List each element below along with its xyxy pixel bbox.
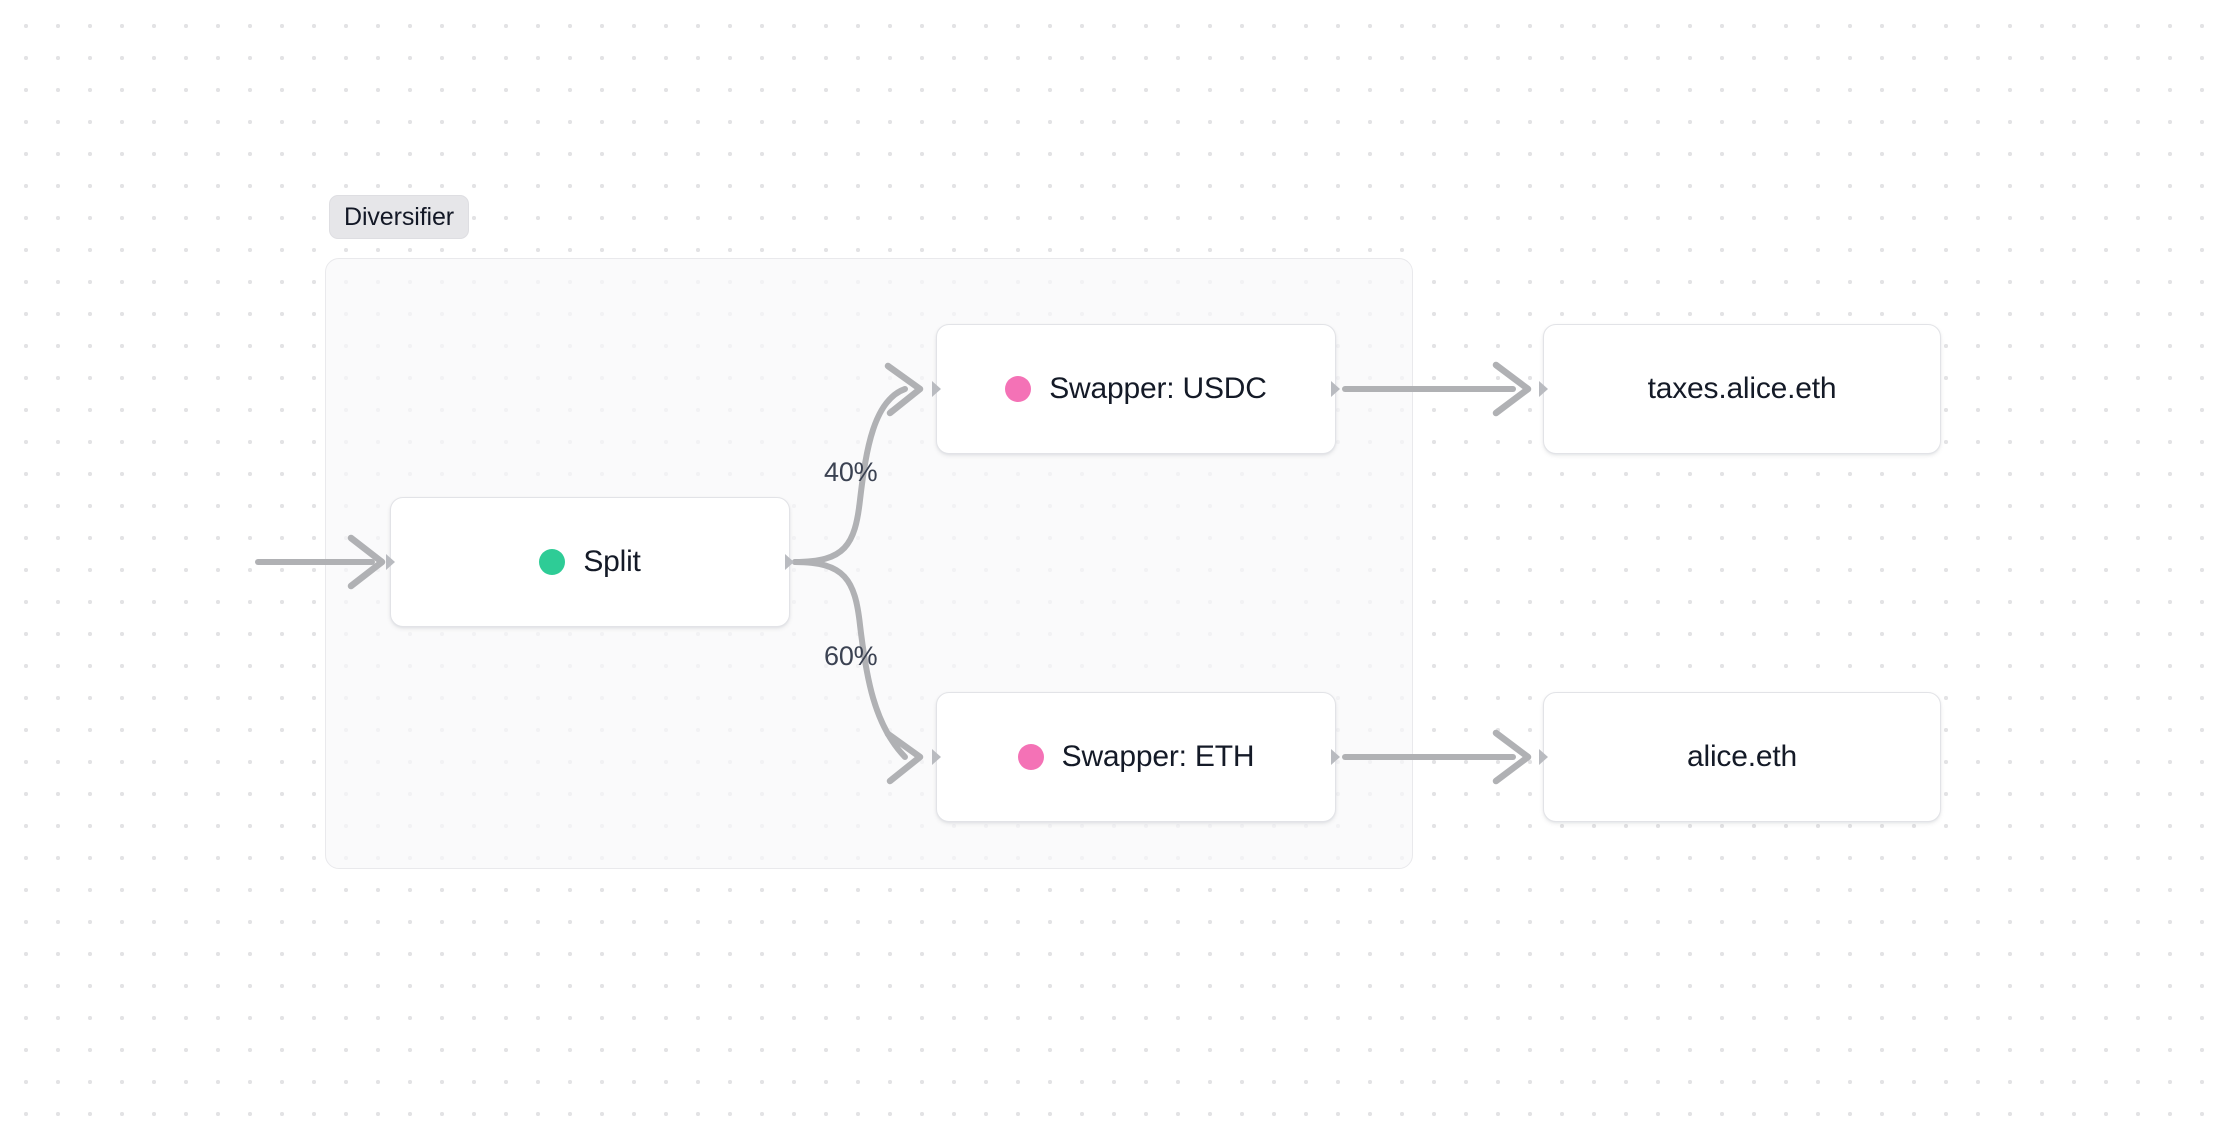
handle-right-icon[interactable] bbox=[1331, 381, 1340, 397]
edge-label-60-percent: 60% bbox=[824, 641, 878, 671]
group-label-badge[interactable]: Diversifier bbox=[329, 195, 470, 239]
node-split[interactable]: Split bbox=[386, 497, 794, 627]
edge-label-40-percent: 40% bbox=[824, 457, 878, 487]
node-taxes-alice-eth[interactable]: taxes.alice.eth bbox=[1539, 324, 1941, 454]
handle-left-icon[interactable] bbox=[1539, 381, 1548, 397]
node-label: Swapper: ETH bbox=[1061, 740, 1255, 773]
handle-left-icon[interactable] bbox=[1539, 749, 1548, 765]
status-dot-pink bbox=[1017, 744, 1044, 770]
node-swapper-eth[interactable]: Swapper: ETH bbox=[932, 692, 1340, 822]
node-label: taxes.alice.eth bbox=[1647, 372, 1837, 405]
handle-left-icon[interactable] bbox=[932, 749, 941, 765]
handle-left-icon[interactable] bbox=[386, 554, 395, 570]
node-alice-eth[interactable]: alice.eth bbox=[1539, 692, 1941, 822]
status-dot-green bbox=[539, 549, 566, 575]
node-label: Split bbox=[583, 545, 641, 578]
handle-right-icon[interactable] bbox=[1331, 749, 1340, 765]
status-dot-pink bbox=[1005, 376, 1032, 402]
handle-left-icon[interactable] bbox=[932, 381, 941, 397]
node-label: alice.eth bbox=[1687, 740, 1797, 773]
node-label: Swapper: USDC bbox=[1049, 372, 1267, 405]
handle-right-icon[interactable] bbox=[785, 554, 794, 570]
node-swapper-usdc[interactable]: Swapper: USDC bbox=[932, 324, 1340, 454]
